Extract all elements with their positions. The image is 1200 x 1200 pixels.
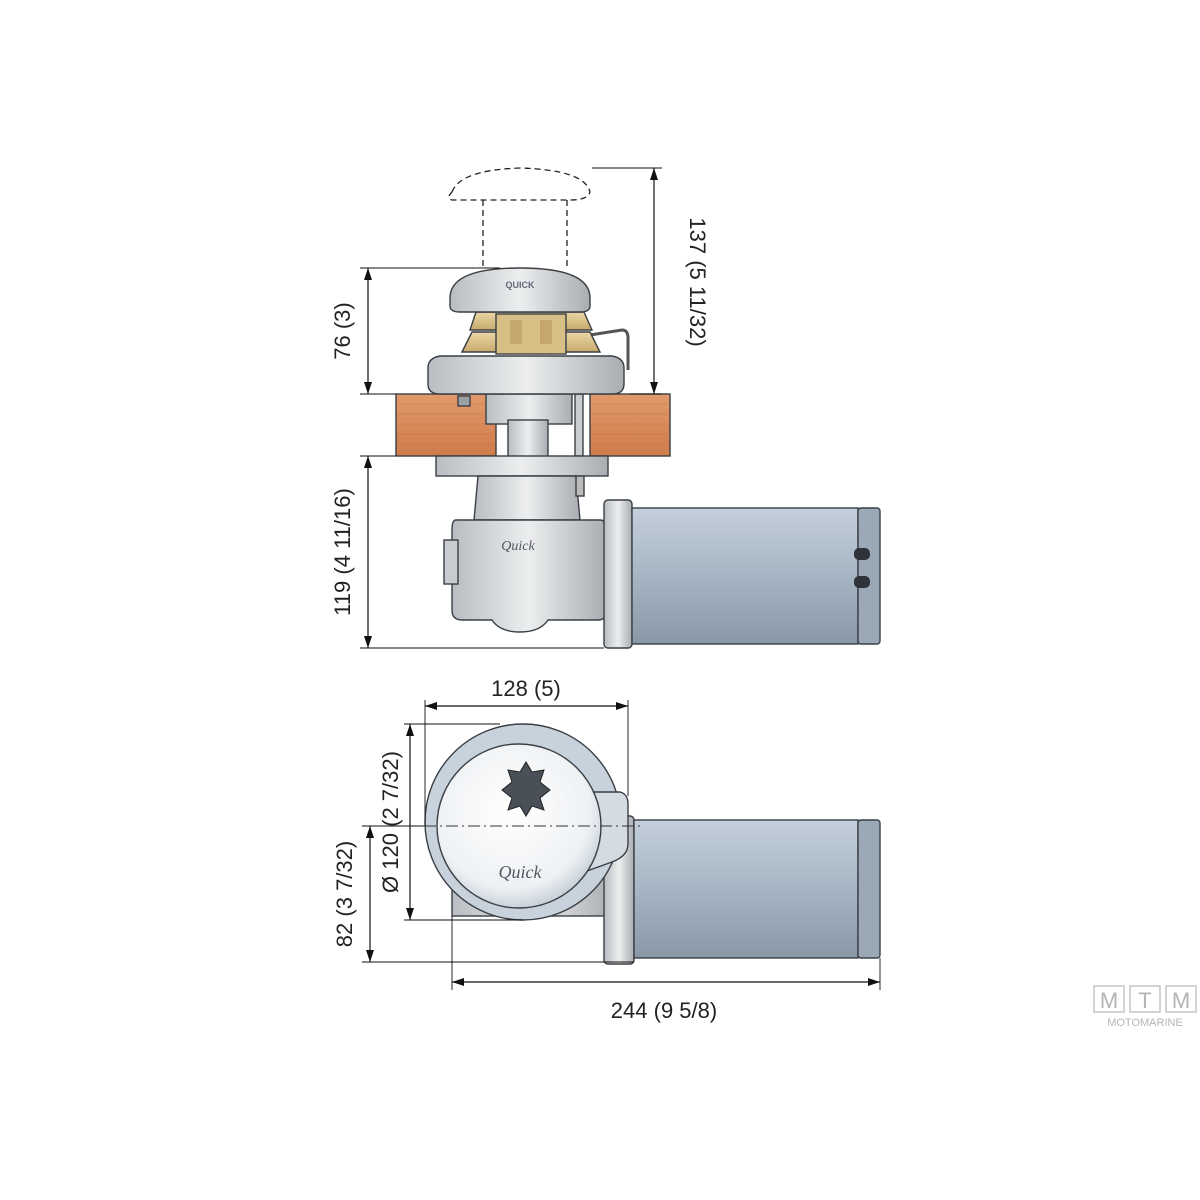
gypsy-wheel [460, 311, 602, 355]
top-view-motor [603, 815, 881, 965]
top-housing [427, 355, 625, 395]
dim-base-height-label: 82 (3 7/32) [332, 841, 357, 947]
dim-diameter-label: Ø 120 (2 7/32) [378, 751, 403, 893]
dim-top-width-label: 128 (5) [491, 676, 561, 701]
chain-pipe [574, 393, 584, 457]
dim-cap-height-label: 76 (3) [330, 302, 355, 360]
dim-total-length-label: 244 (9 5/8) [611, 998, 717, 1023]
chain-guide [589, 328, 630, 370]
stud-bolt [575, 475, 585, 497]
side-view: QUICK Quick [395, 167, 881, 649]
dim-below-deck-label: 119 (4 11/16) [330, 488, 355, 616]
watermark-subtitle: MOTOMARINE [1107, 1017, 1183, 1029]
gear-neck [473, 475, 581, 521]
deck-pipe [485, 393, 573, 425]
cap-logo: QUICK [506, 280, 536, 290]
motor [603, 499, 881, 649]
gearbox-side-cap [443, 539, 459, 585]
under-deck-plate [435, 455, 609, 477]
watermark-letter-1: M [1100, 988, 1118, 1013]
top-view: Quick [424, 723, 881, 965]
mtm-watermark-logo: M T M MOTOMARINE [1093, 985, 1197, 1029]
star-socket-icon [501, 761, 551, 817]
dim-total-height-label: 137 (5 11/32) [685, 217, 710, 346]
watermark-letter-3: M [1172, 988, 1190, 1013]
watermark-letter-2: T [1138, 988, 1151, 1013]
removed-cap-dashed-outline [448, 167, 591, 268]
gearbox-logo: Quick [501, 539, 535, 554]
top-logo: Quick [499, 862, 543, 882]
windlass-cap [449, 267, 591, 313]
dimension-lines [360, 167, 881, 990]
gearbox [451, 519, 607, 633]
dimension-labels: 137 (5 11/32) 76 (3) 119 (4 11/16) 128 (… [330, 217, 717, 1023]
